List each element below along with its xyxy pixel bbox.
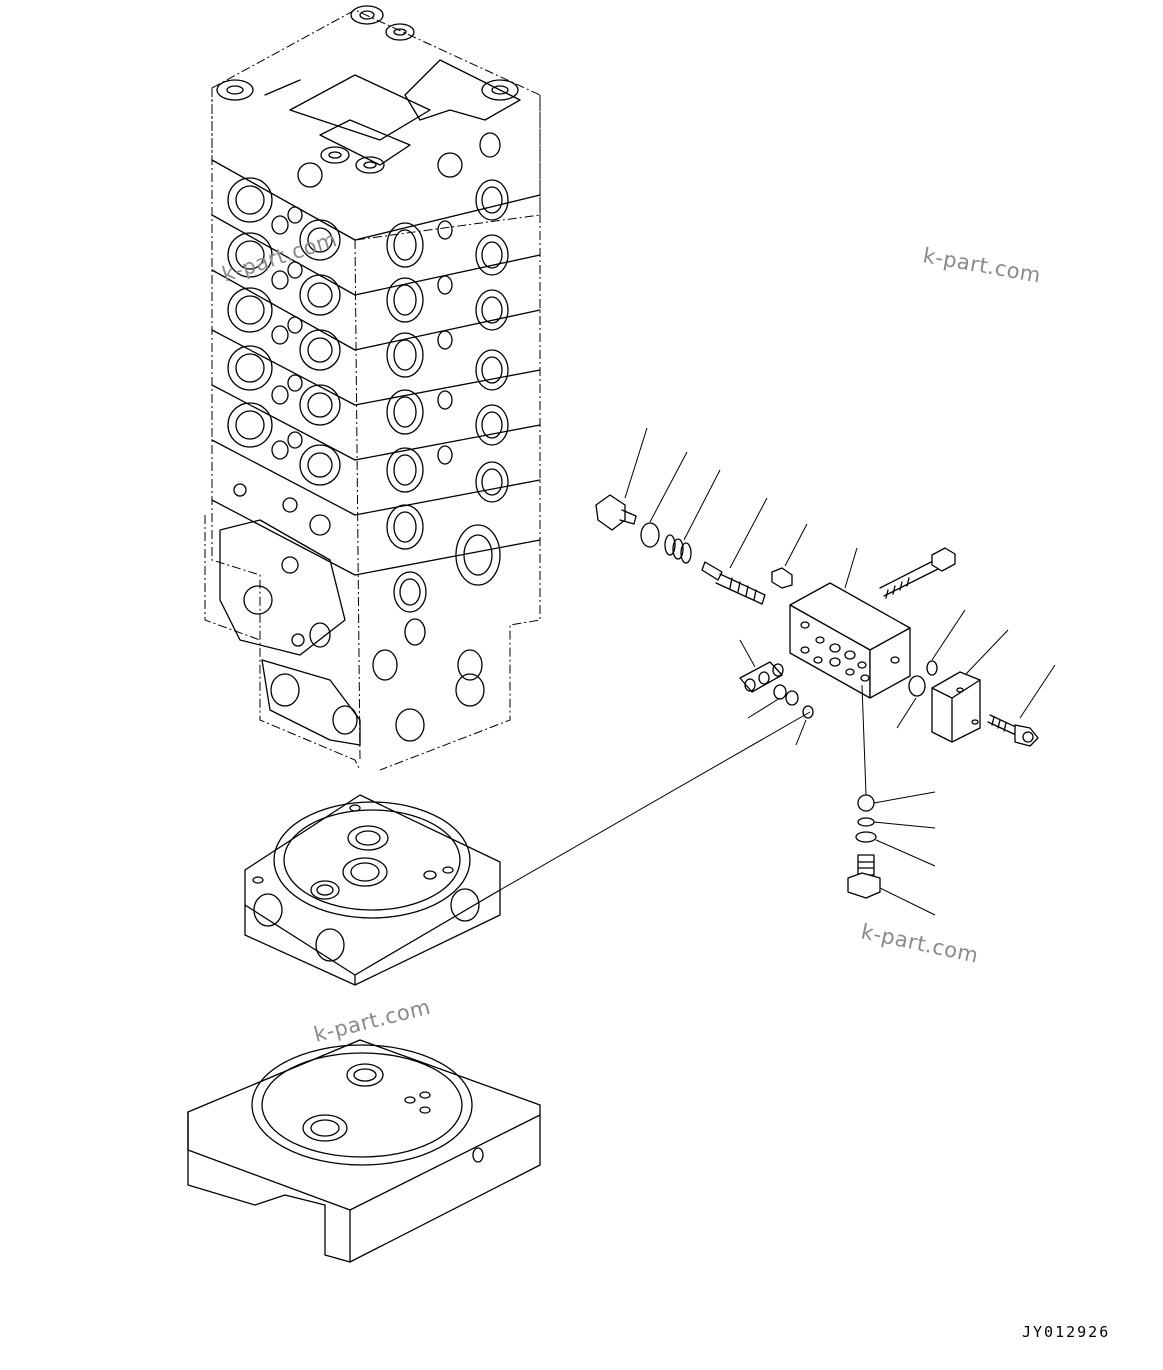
plug-small bbox=[771, 567, 793, 589]
leader-lines bbox=[624, 427, 1056, 916]
valve-end-plate-bottom bbox=[187, 1039, 541, 1263]
o-ring-medium bbox=[855, 831, 877, 843]
lower-end-cover bbox=[219, 519, 485, 746]
valve-section-middle bbox=[244, 794, 501, 986]
poppet-valve bbox=[701, 561, 766, 605]
vertical-assembly-line bbox=[861, 684, 867, 796]
watermark-3: k-part.com bbox=[859, 919, 981, 967]
socket-head-bolt bbox=[987, 714, 1039, 747]
check-ball bbox=[857, 794, 875, 812]
main-control-valve-stack bbox=[204, 5, 541, 771]
watermark-4: k-part.com bbox=[311, 995, 433, 1047]
o-ring-set-left bbox=[739, 661, 814, 719]
top-bosses bbox=[216, 5, 519, 188]
left-face-ports bbox=[227, 177, 341, 536]
mounting-bolt-upper bbox=[879, 547, 956, 599]
drawing-code: JY012926 bbox=[1022, 1323, 1110, 1341]
check-valve-plug bbox=[847, 854, 881, 899]
right-face-ports bbox=[372, 179, 509, 681]
section-dividers bbox=[211, 159, 541, 576]
cover-plate bbox=[931, 671, 981, 743]
relief-valve-plug bbox=[595, 494, 637, 531]
valve-block bbox=[789, 582, 911, 699]
watermark-1: k-part.com bbox=[219, 227, 340, 287]
o-ring-small bbox=[857, 817, 875, 827]
o-ring-1 bbox=[640, 522, 660, 548]
spring bbox=[664, 534, 692, 564]
watermark-2: k-part.com bbox=[921, 243, 1043, 287]
o-rings-right bbox=[908, 660, 938, 697]
assembly-line bbox=[499, 711, 811, 891]
